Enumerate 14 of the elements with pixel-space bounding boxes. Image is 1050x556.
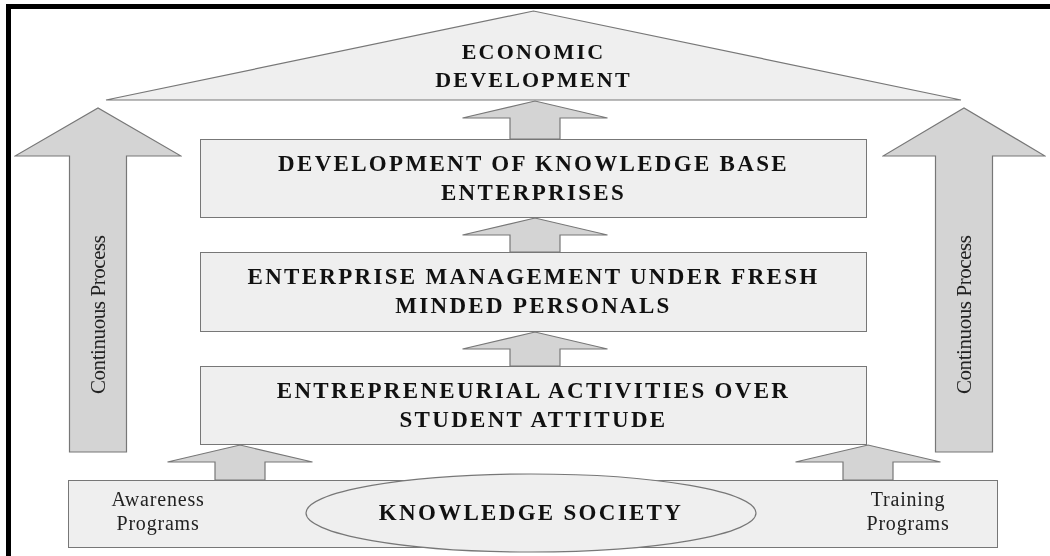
process-box: ENTREPRENEURIAL ACTIVITIES OVER STUDENT ATTITUDE	[200, 366, 867, 445]
vertical-label: Continuous Process	[84, 235, 111, 394]
vertical-label: Continuous Process	[950, 235, 977, 394]
block-arrow	[461, 100, 609, 140]
process-box: ENTERPRISE MANAGEMENT UNDER FRESH MINDED PERSONALS	[200, 252, 867, 332]
band-text: Awareness Programs	[110, 487, 206, 535]
process-box: DEVELOPMENT OF KNOWLEDGE BASE ENTERPRISES	[200, 139, 867, 218]
block-arrow	[794, 444, 942, 481]
block-arrow	[166, 444, 314, 481]
band-text: Training Programs	[865, 487, 951, 535]
node-title: ECONOMIC DEVELOPMENT	[434, 38, 633, 93]
block-arrow	[461, 217, 609, 253]
node-title: KNOWLEDGE SOCIETY	[378, 498, 684, 527]
block-arrow	[461, 331, 609, 367]
